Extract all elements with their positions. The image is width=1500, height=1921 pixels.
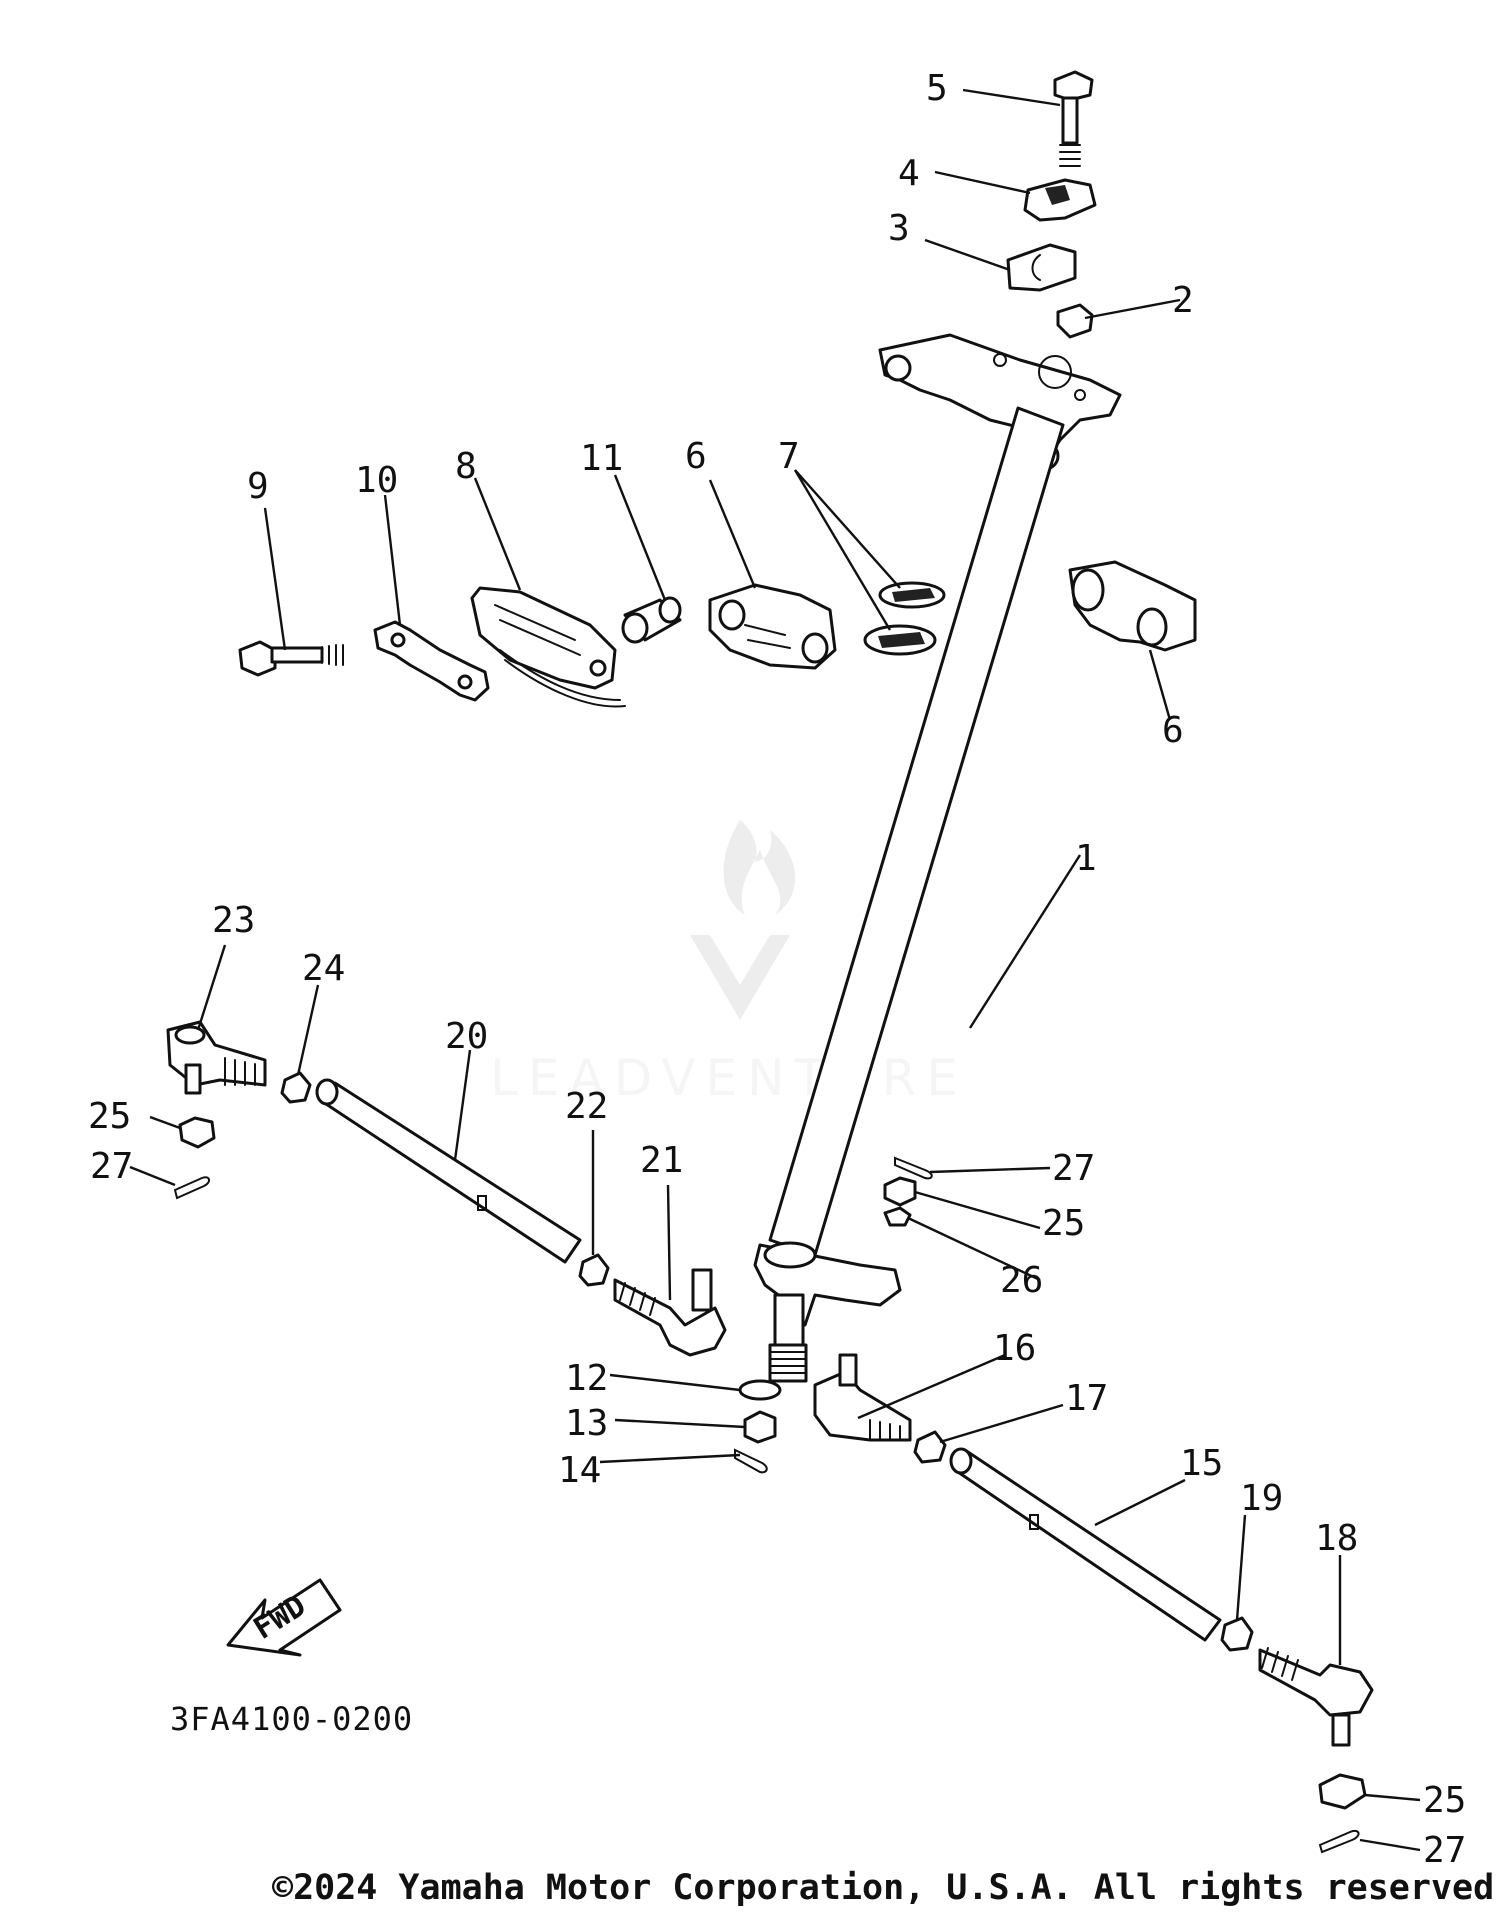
callout-25-bottom: 25 xyxy=(1423,1780,1466,1821)
part-6-holder-right xyxy=(1068,560,1197,652)
callout-labels: 1 2 3 4 5 6 6 7 8 9 10 11 12 13 14 15 16… xyxy=(88,68,1466,1871)
watermark-logo: LEADVENTURE xyxy=(490,820,968,1107)
callout-16: 16 xyxy=(993,1328,1036,1369)
part-9-bolt xyxy=(238,640,344,677)
callout-22: 22 xyxy=(565,1086,608,1127)
callout-8: 8 xyxy=(455,446,477,487)
part-20-tie-rod-left xyxy=(315,1078,582,1264)
watermark-text: LEADVENTURE xyxy=(490,1049,968,1107)
part-19-nut xyxy=(1220,1616,1254,1652)
part-25-nut-arm xyxy=(883,1176,917,1207)
part-2-bushing xyxy=(1056,303,1094,339)
part-11-collar xyxy=(621,596,682,644)
callout-26: 26 xyxy=(1000,1260,1043,1301)
diagram-code: 3FA4100-0200 xyxy=(170,1700,414,1738)
part-6-holder-middle xyxy=(708,583,837,670)
part-25-nut-left xyxy=(178,1116,216,1149)
part-17-nut xyxy=(913,1430,947,1464)
part-5-bolt xyxy=(1053,70,1094,167)
callout-5: 5 xyxy=(926,68,948,109)
callout-25-arm: 25 xyxy=(1042,1203,1085,1244)
part-8-plate xyxy=(470,586,626,708)
callout-15: 15 xyxy=(1180,1443,1223,1484)
part-25-nut-bottom xyxy=(1318,1773,1367,1810)
callout-27-arm: 27 xyxy=(1052,1148,1095,1189)
fwd-arrow: FWD xyxy=(226,1578,342,1657)
callout-6-right: 6 xyxy=(1162,710,1184,751)
part-23-tie-rod-end-left xyxy=(166,1020,267,1095)
part-27-pin-arm xyxy=(894,1156,933,1180)
callout-24: 24 xyxy=(302,948,345,989)
callout-12: 12 xyxy=(565,1358,608,1399)
callout-1: 1 xyxy=(1075,838,1097,879)
part-18-tie-rod-end-right xyxy=(1258,1647,1374,1747)
callout-3: 3 xyxy=(888,208,910,249)
part-3-holder-lower xyxy=(1006,243,1077,292)
copyright-notice: ©2024 Yamaha Motor Corporation, U.S.A. A… xyxy=(272,1868,1500,1908)
steering-column xyxy=(753,333,1122,1383)
part-26-washer xyxy=(883,1206,912,1227)
callout-19: 19 xyxy=(1240,1478,1283,1519)
part-27-pin-left xyxy=(173,1176,210,1200)
leader-lines xyxy=(129,88,1421,1852)
callout-27-bottom: 27 xyxy=(1423,1830,1466,1871)
part-22-nut xyxy=(578,1253,610,1287)
callout-14: 14 xyxy=(558,1450,601,1491)
callout-25-left: 25 xyxy=(88,1096,131,1137)
part-4-holder-upper xyxy=(1023,178,1097,222)
callout-27-left: 27 xyxy=(90,1146,133,1187)
callout-21: 21 xyxy=(640,1140,683,1181)
part-21-tie-rod-end xyxy=(613,1268,727,1357)
part-27-pin-bottom xyxy=(1318,1830,1360,1854)
callout-2: 2 xyxy=(1172,280,1194,321)
callout-6: 6 xyxy=(685,436,707,477)
callout-9: 9 xyxy=(247,466,269,507)
part-13-nut xyxy=(743,1410,777,1444)
part-10-bracket xyxy=(373,620,490,702)
callout-10: 10 xyxy=(355,460,398,501)
callout-23: 23 xyxy=(212,900,255,941)
callout-18: 18 xyxy=(1315,1518,1358,1559)
callout-13: 13 xyxy=(565,1403,608,1444)
callout-7: 7 xyxy=(778,436,800,477)
part-7-collars xyxy=(863,581,946,656)
callout-20: 20 xyxy=(445,1016,488,1057)
callout-4: 4 xyxy=(898,153,920,194)
part-24-nut xyxy=(280,1071,312,1104)
part-15-tie-rod-right xyxy=(949,1447,1222,1642)
callout-11: 11 xyxy=(580,438,623,479)
callout-17: 17 xyxy=(1065,1378,1108,1419)
part-16-tie-rod-end xyxy=(813,1353,912,1442)
part-12-washer xyxy=(738,1379,782,1401)
part-14-cotter-pin xyxy=(734,1448,768,1474)
